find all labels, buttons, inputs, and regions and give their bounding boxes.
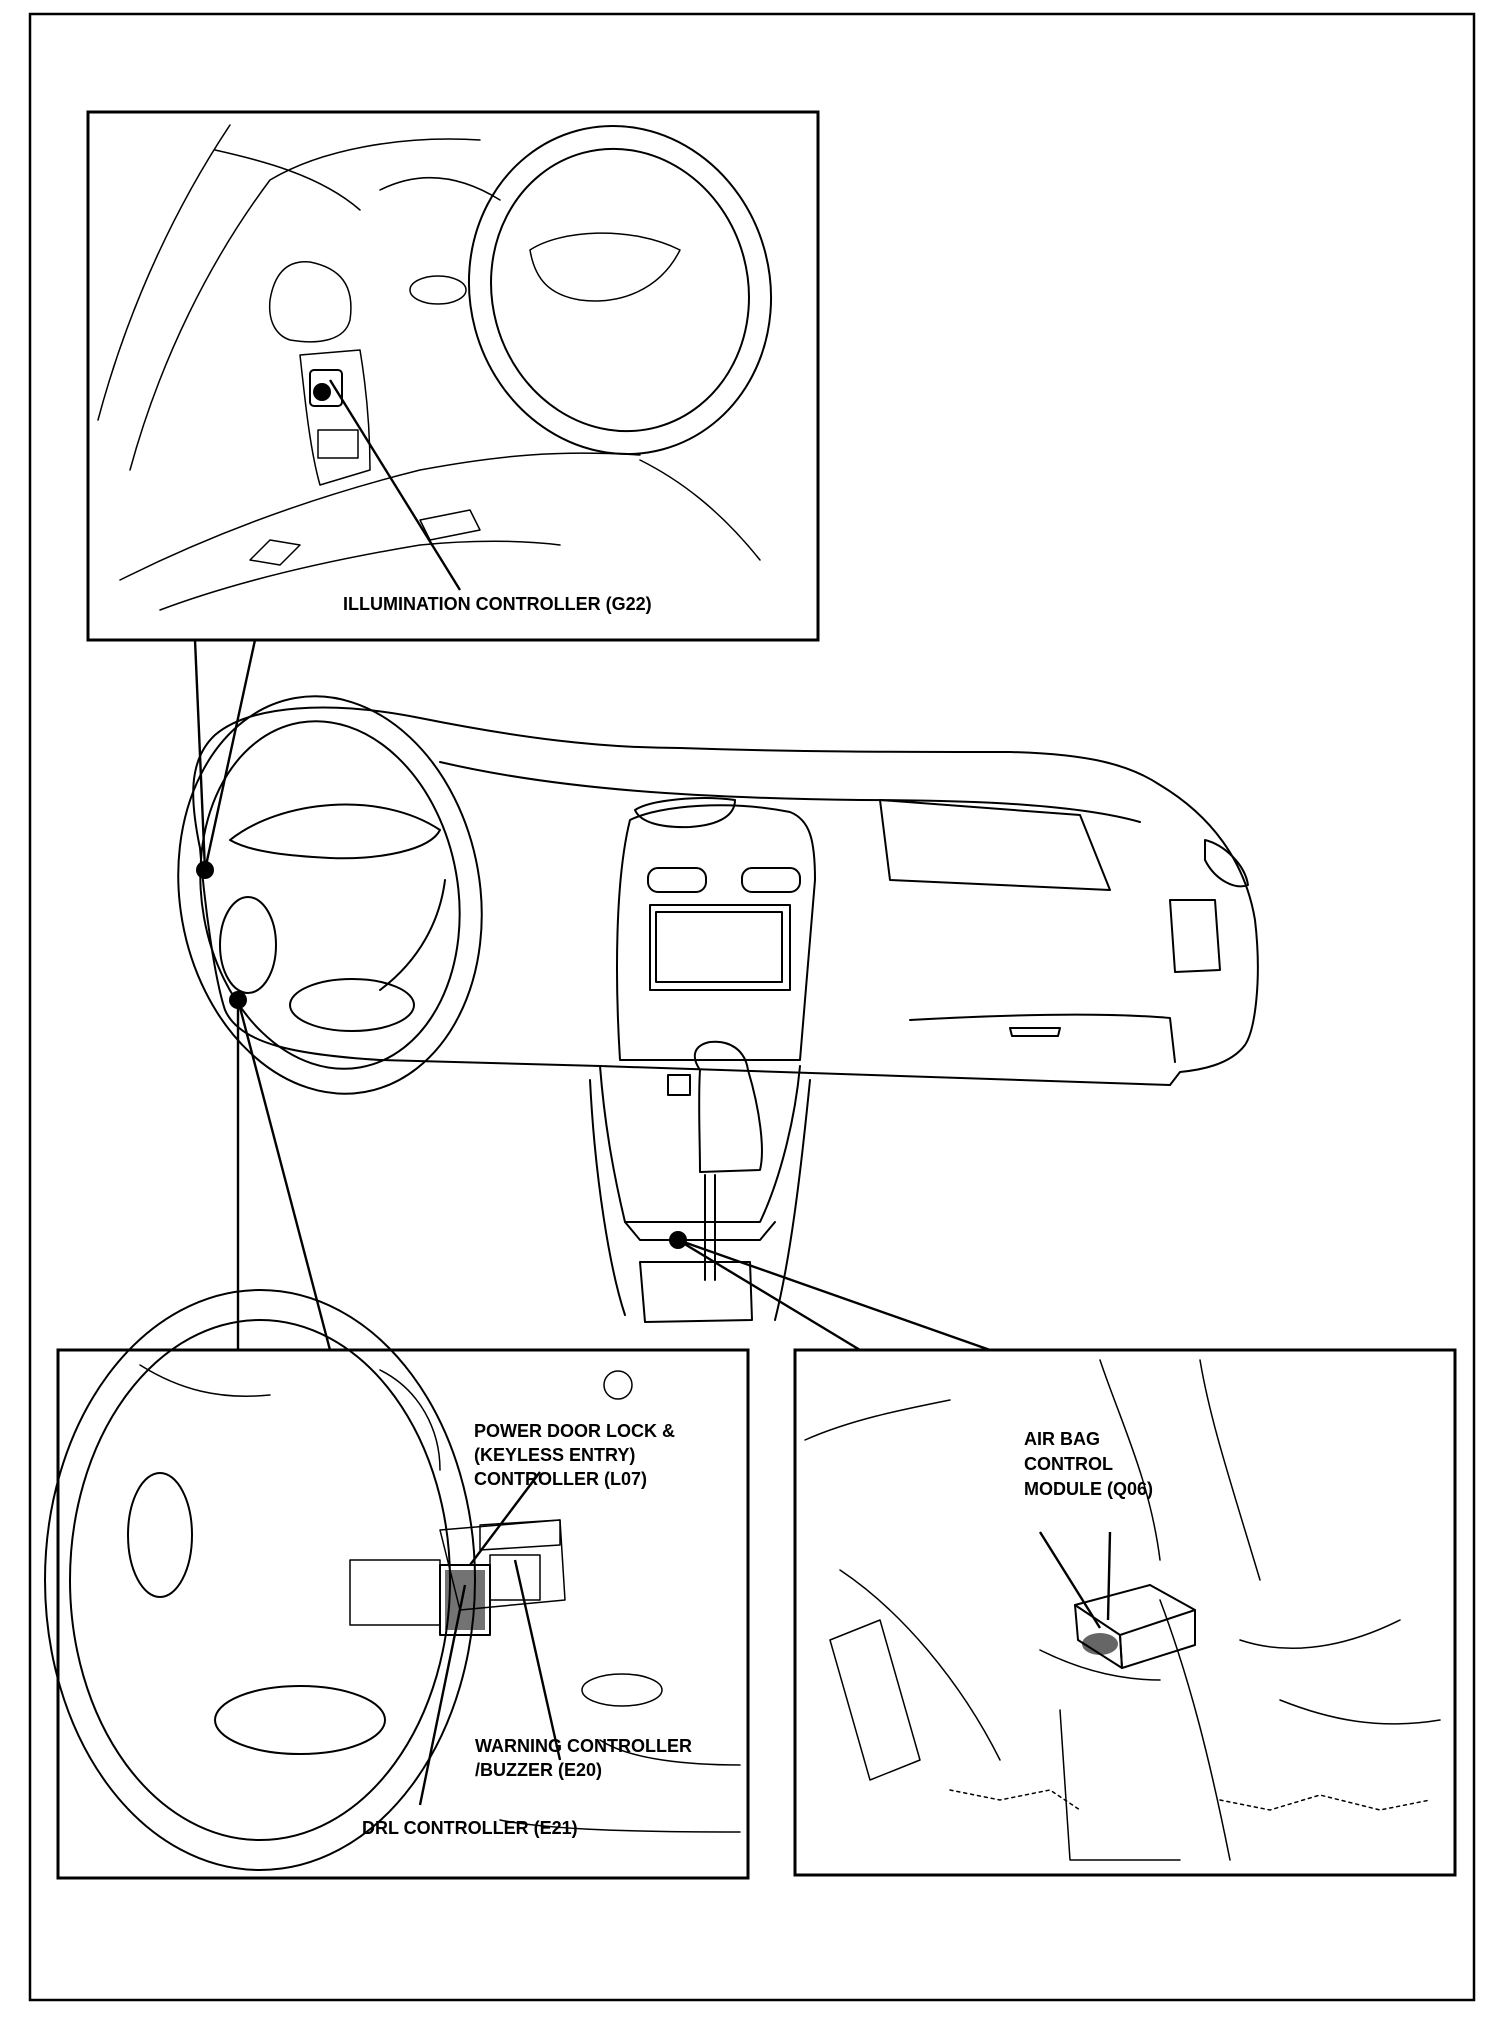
power-door-lock-label-line2: (KEYLESS ENTRY) [474, 1445, 635, 1465]
air-bag-label-line1: AIR BAG [1024, 1429, 1100, 1449]
warning-controller-label-line1: WARNING CONTROLLER [475, 1736, 692, 1756]
warning-controller-label-line2: /BUZZER (E20) [475, 1760, 602, 1780]
power-door-lock-label-line3: CONTROLLER (L07) [474, 1469, 647, 1489]
warning-controller-label: WARNING CONTROLLER /BUZZER (E20) [475, 1736, 697, 1780]
illumination-controller-inset: ILLUMINATION CONTROLLER (G22) [86, 110, 820, 642]
air-bag-control-module-label: AIR BAG CONTROL MODULE (Q06) [1024, 1429, 1153, 1499]
illumination-callout-lead-right [203, 639, 257, 871]
page-border [28, 12, 1476, 2002]
controllers-inset: POWER DOOR LOCK & (KEYLESS ENTRY) CONTRO… [44, 1289, 750, 1880]
power-door-lock-label-line1: POWER DOOR LOCK & [474, 1421, 675, 1441]
power-door-lock-label: POWER DOOR LOCK & (KEYLESS ENTRY) CONTRO… [474, 1421, 680, 1489]
dashboard-overview-illustration [177, 695, 1259, 1323]
illumination-controller-label: ILLUMINATION CONTROLLER (G22) [343, 594, 652, 614]
illumination-callout-lead-left [193, 639, 207, 871]
illumination-callout-dot [196, 861, 214, 879]
airbag-callout-lead-right [677, 1238, 991, 1352]
controllers-callout-lead-right [236, 999, 332, 1351]
air-bag-module-inset: AIR BAG CONTROL MODULE (Q06) [793, 1348, 1457, 1877]
drl-controller-label: DRL CONTROLLER (E21) [362, 1818, 578, 1838]
air-bag-label-line3: MODULE (Q06) [1024, 1479, 1153, 1499]
airbag-callout-lead-left [677, 1238, 861, 1352]
air-bag-label-line2: CONTROL [1024, 1454, 1113, 1474]
